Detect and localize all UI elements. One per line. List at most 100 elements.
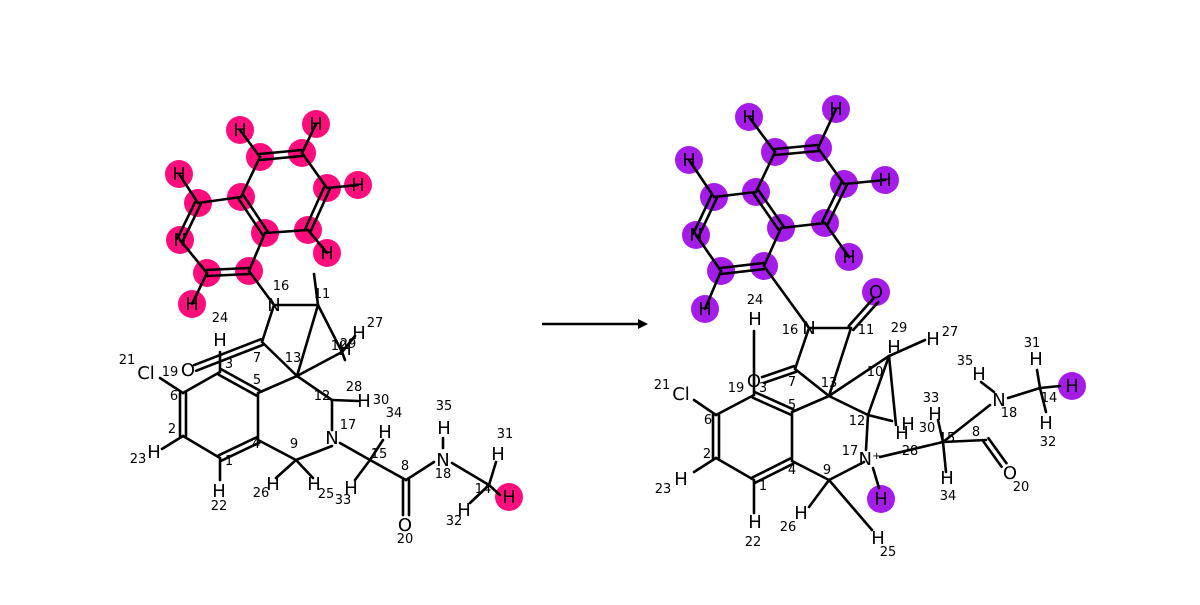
p-o20-label: O — [1003, 463, 1017, 484]
double-bond — [217, 435, 259, 457]
single-bond — [190, 271, 209, 306]
double-bond — [760, 364, 796, 379]
single-bond — [816, 146, 846, 186]
single-bond — [714, 393, 756, 417]
product-atom-index: 12 — [849, 414, 866, 429]
p-h29-label: H — [887, 337, 901, 358]
double-bond — [691, 194, 713, 236]
reactant-atom-index: 22 — [211, 499, 228, 514]
double-bond — [821, 181, 843, 223]
double-bond — [237, 197, 264, 236]
reactant-atom-index: 27 — [367, 316, 384, 331]
product-atom-index: 14 — [1041, 391, 1058, 406]
p-h35-label: H — [972, 364, 986, 385]
r-h-q1-label: H — [233, 120, 247, 141]
reactant-atom-index: 5 — [253, 373, 261, 388]
r-n-q-label: N — [173, 230, 186, 251]
single-bond — [807, 478, 831, 509]
r-h-q4-label: H — [351, 175, 365, 196]
reactant-atom-index: 1 — [225, 454, 233, 469]
double-bond — [720, 267, 766, 276]
double-bond — [219, 441, 261, 463]
product-atom-index: 22 — [745, 535, 762, 550]
single-bond — [692, 398, 718, 417]
r-h25-label: H — [307, 474, 321, 495]
reactant-atom-index: 2 — [168, 422, 176, 437]
single-bond — [864, 413, 870, 452]
product-atom-index: 8 — [972, 425, 980, 440]
single-bond — [779, 221, 827, 230]
product-atom-index: 18 — [1001, 406, 1018, 421]
reactant-atom-index: 35 — [436, 399, 453, 414]
single-bond — [325, 183, 360, 190]
reactant-atom-index: 14 — [475, 482, 492, 497]
single-bond — [295, 303, 320, 378]
r-h-q5-label: H — [320, 243, 334, 264]
single-bond — [793, 367, 831, 398]
product-atom-index: 13 — [821, 376, 838, 391]
single-bond — [1038, 386, 1048, 414]
single-bond — [295, 374, 334, 402]
double-bond — [303, 185, 326, 231]
single-bond — [487, 460, 498, 487]
reactant-atom-index: 15 — [371, 447, 388, 462]
double-bond — [719, 261, 765, 270]
product-atom-index: 33 — [923, 391, 940, 406]
double-bond — [217, 373, 258, 397]
reactant-atom-index: 32 — [446, 514, 463, 529]
p-h25-label: H — [871, 528, 885, 549]
reactant-atom-index: 23 — [130, 452, 147, 467]
double-bond — [242, 194, 269, 233]
r-h23-label: H — [147, 442, 161, 463]
reactant-atom-index: 21 — [119, 353, 136, 368]
double-bond — [205, 266, 251, 272]
single-bond — [256, 374, 299, 395]
product-atom-index: 17 — [842, 444, 859, 459]
single-bond — [177, 172, 200, 205]
p-h33-label: H — [928, 404, 942, 425]
p-h-q4-label: H — [878, 170, 892, 191]
product-atom-index: 4 — [788, 463, 796, 478]
product-atom-index: 20 — [1013, 480, 1030, 495]
r-h26-label: H — [266, 474, 280, 495]
single-bond — [762, 264, 811, 330]
double-bond — [176, 200, 197, 240]
double-bond — [258, 154, 304, 162]
product-atom-index: 34 — [940, 489, 957, 504]
reactant-atom-index: 9 — [290, 437, 298, 452]
single-bond — [866, 354, 891, 417]
product-highlight-atom — [867, 485, 895, 513]
reactant-atom-index: 24 — [212, 311, 229, 326]
r-cl-label: Cl — [137, 363, 155, 384]
product-atom-index: 26 — [780, 520, 797, 535]
product-atom-index: 3 — [759, 381, 767, 396]
single-bond — [1006, 386, 1042, 400]
double-bond — [192, 337, 263, 367]
single-bond — [260, 303, 276, 344]
reactant-atom-index: 29 — [340, 337, 357, 352]
single-bond — [816, 107, 838, 150]
reactant-atom-index: 16 — [273, 279, 290, 294]
double-bond — [194, 343, 265, 373]
single-bond — [260, 340, 299, 378]
single-bond — [312, 272, 320, 307]
atom-index-layer: 1234567891011121314151617181920212223242… — [119, 279, 1058, 560]
double-bond — [205, 272, 251, 278]
reactant-atom-index: 4 — [252, 437, 260, 452]
single-bond — [941, 440, 948, 474]
single-bond — [300, 151, 329, 190]
p-h23-label: H — [674, 469, 688, 490]
single-bond — [941, 403, 992, 444]
single-bond — [316, 303, 344, 354]
single-bond — [823, 221, 851, 259]
r-h24-label: H — [213, 330, 227, 351]
p-n18-label: N — [992, 390, 1005, 411]
single-bond — [247, 269, 276, 307]
product-atom-index: 28 — [902, 444, 919, 459]
double-bond — [309, 187, 332, 233]
single-bond — [247, 231, 267, 273]
arrow-head — [638, 319, 648, 329]
single-bond — [871, 466, 881, 490]
single-bond — [714, 456, 756, 482]
